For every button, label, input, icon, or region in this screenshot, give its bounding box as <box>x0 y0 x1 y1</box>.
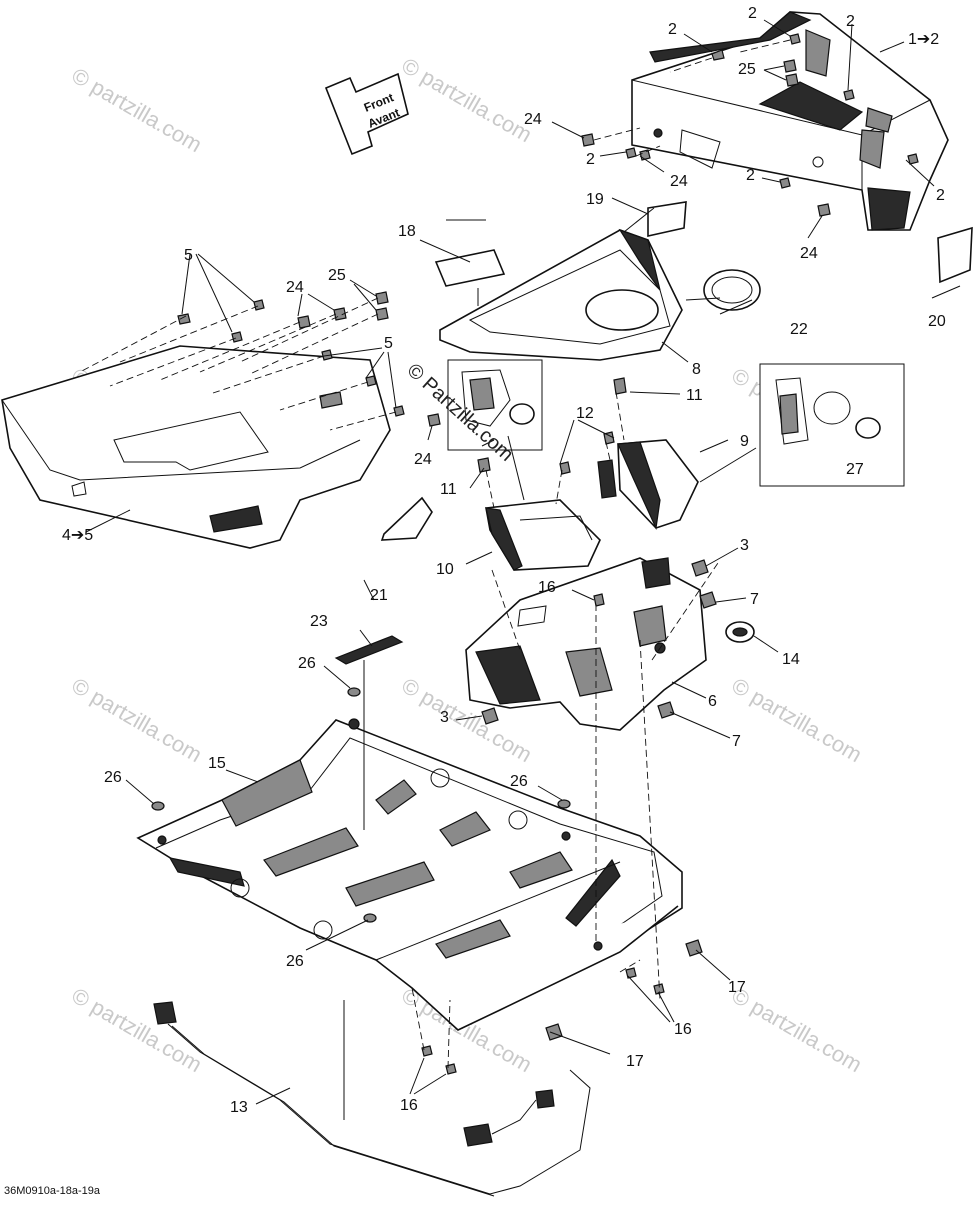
callout-9: 9 <box>740 433 749 450</box>
inset-box-right <box>759 363 905 487</box>
callout-24: 24 <box>414 451 432 468</box>
callout-2: 2 <box>846 13 855 30</box>
part-6-bracket <box>465 557 707 731</box>
part-8-top-cover <box>439 228 683 361</box>
part-10-light-housing <box>485 499 601 571</box>
assembly-lines <box>79 39 791 1069</box>
callout-21: 21 <box>370 587 388 604</box>
callout-19: 19 <box>586 191 604 208</box>
callout-25: 25 <box>738 61 756 78</box>
leader-lines <box>85 19 961 1120</box>
drawing-code: 36M0910a-18a-19a <box>4 1185 101 1197</box>
callout-26: 26 <box>286 953 304 970</box>
callout-20: 20 <box>928 313 946 330</box>
callout-17: 17 <box>728 979 746 996</box>
callout-22: 22 <box>790 321 808 338</box>
part-4-seat-cover <box>1 345 391 549</box>
part-22-emblem <box>703 269 761 311</box>
part-20-decal <box>937 226 973 284</box>
callout-24: 24 <box>670 173 688 190</box>
callout-16: 16 <box>674 1021 692 1038</box>
callout-27: 27 <box>846 461 864 478</box>
callout-5: 5 <box>184 247 193 264</box>
part-21-decal <box>380 496 433 541</box>
part-19-decal <box>647 201 687 237</box>
callout-7: 7 <box>750 591 759 608</box>
front-direction-arrow: Front Avant <box>324 72 409 156</box>
part-23-plate <box>334 635 404 665</box>
callout-2: 2 <box>586 151 595 168</box>
callout-2: 2 <box>746 167 755 184</box>
callout-14: 14 <box>782 651 800 668</box>
watermark: © partzilla.com <box>728 983 867 1078</box>
callout-26: 26 <box>104 769 122 786</box>
callout-2: 2 <box>936 187 945 204</box>
part-13-wiring-harness <box>153 1001 591 1197</box>
callout-24: 24 <box>524 111 542 128</box>
part-14-grommet <box>725 621 755 643</box>
callout-26: 26 <box>298 655 316 672</box>
part-1-upper-housing <box>631 11 949 231</box>
watermark: © partzilla.com <box>68 673 207 768</box>
callout-7: 7 <box>732 733 741 750</box>
callout-3: 3 <box>440 709 449 726</box>
callout-26: 26 <box>510 773 528 790</box>
callout-23: 23 <box>310 613 328 630</box>
callouts: 1➔2 2 2 2 2 2 2 3 3 4➔5 5 5 6 7 7 8 9 10… <box>62 5 946 1116</box>
callout-3: 3 <box>740 537 749 554</box>
callout-8: 8 <box>692 361 701 378</box>
inset-box-left <box>447 359 543 451</box>
callout-2: 2 <box>748 5 757 22</box>
callout-17: 17 <box>626 1053 644 1070</box>
callout-18: 18 <box>398 223 416 240</box>
part-9-light-housing <box>597 439 699 531</box>
callout-24: 24 <box>286 279 304 296</box>
callout-11: 11 <box>686 387 703 404</box>
watermark: © partzilla.com <box>728 673 867 768</box>
callout-10: 10 <box>436 561 454 578</box>
callout-2: 2 <box>668 21 677 38</box>
watermark: © partzilla.com <box>68 63 207 158</box>
part-15-skid-plate <box>136 718 683 1031</box>
callout-24: 24 <box>800 245 818 262</box>
callout-5: 5 <box>384 335 393 352</box>
watermark: © partzilla.com <box>68 983 207 1078</box>
callout-1: 1➔2 <box>908 31 939 48</box>
callout-4: 4➔5 <box>62 527 93 544</box>
part-18-decal <box>434 249 506 287</box>
callout-16: 16 <box>538 579 556 596</box>
callout-12: 12 <box>576 405 594 422</box>
callout-25: 25 <box>328 267 346 284</box>
callout-6: 6 <box>708 693 717 710</box>
callout-13: 13 <box>230 1099 248 1116</box>
callout-11: 11 <box>440 481 457 498</box>
watermark: © partzilla.com <box>398 53 537 148</box>
callout-15: 15 <box>208 755 226 772</box>
callout-16: 16 <box>400 1097 418 1114</box>
